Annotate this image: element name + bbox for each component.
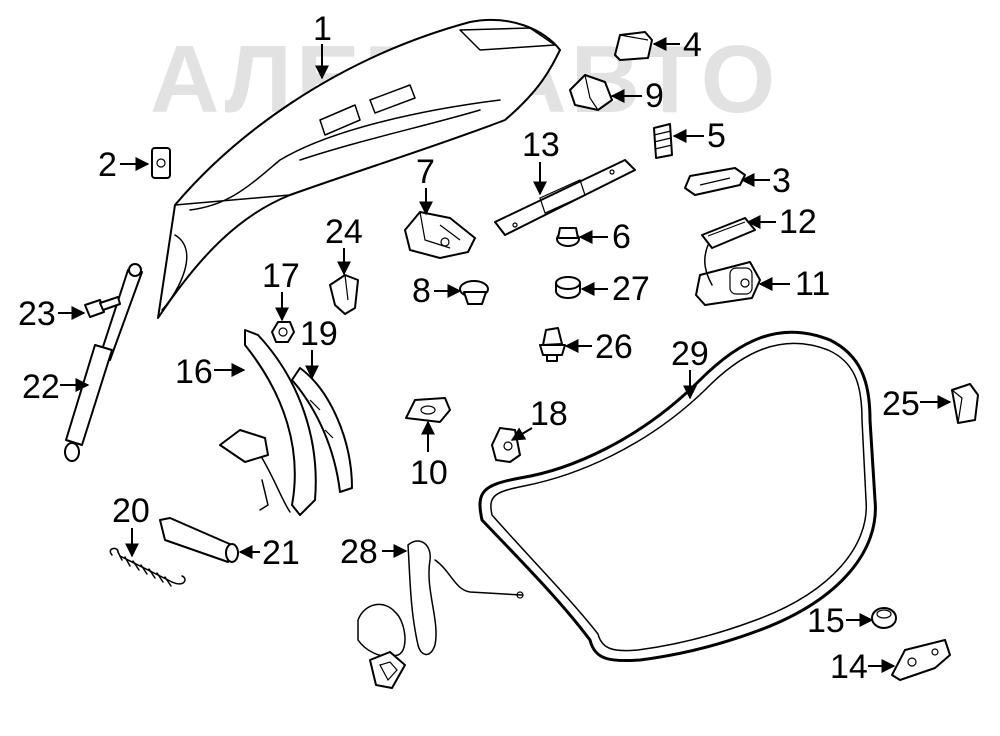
callout-label-22: 22 — [22, 368, 60, 406]
part-9-bracket[interactable] — [569, 74, 613, 111]
part-14-striker[interactable] — [891, 639, 951, 681]
callout-20: 20 — [112, 492, 150, 558]
part-20-spring[interactable] — [109, 547, 186, 587]
callout-26: 26 — [564, 328, 633, 366]
part-28-release-cable[interactable] — [357, 540, 524, 689]
callout-label-13: 13 — [522, 126, 560, 164]
part-16-hinge-arm[interactable] — [219, 329, 317, 516]
callout-9: 9 — [610, 77, 664, 115]
part-1-trunk-lid[interactable] — [157, 18, 561, 319]
callout-15: 15 — [807, 602, 874, 640]
callout-4: 4 — [652, 26, 702, 64]
callout-label-18: 18 — [530, 395, 568, 433]
callout-label-17: 17 — [262, 257, 300, 295]
part-7-latch[interactable] — [404, 211, 476, 259]
callout-label-20: 20 — [112, 492, 150, 530]
callout-label-3: 3 — [772, 162, 791, 200]
callout-label-27: 27 — [612, 270, 650, 308]
part-21-sleeve[interactable] — [159, 517, 239, 563]
part-17-nut[interactable] — [271, 321, 295, 343]
callout-label-2: 2 — [98, 146, 117, 184]
callout-17: 17 — [262, 257, 300, 322]
part-19-hinge-cover[interactable] — [291, 367, 353, 493]
callout-label-24: 24 — [325, 213, 363, 251]
callout-label-16: 16 — [175, 353, 213, 391]
callout-label-9: 9 — [645, 77, 664, 115]
callout-8: 8 — [412, 272, 462, 310]
callout-5: 5 — [672, 117, 726, 155]
callout-29: 29 — [671, 335, 709, 400]
part-18-bracket[interactable] — [491, 427, 521, 463]
callout-label-15: 15 — [807, 602, 845, 640]
part-3-handle-cover[interactable] — [684, 167, 746, 196]
callout-10: 10 — [410, 420, 448, 492]
callout-label-10: 10 — [410, 454, 448, 492]
callout-14: 14 — [830, 648, 896, 686]
callout-label-4: 4 — [683, 26, 702, 64]
part-22-gas-strut[interactable] — [64, 263, 143, 462]
callout-12: 12 — [746, 203, 817, 241]
part-12-plate[interactable] — [701, 217, 756, 249]
callout-19: 19 — [300, 315, 338, 380]
callout-1: 1 — [313, 10, 332, 80]
part-13-rail[interactable] — [494, 159, 636, 236]
part-26-stop[interactable] — [539, 327, 566, 362]
callout-label-11: 11 — [795, 265, 830, 303]
callout-6: 6 — [578, 218, 631, 256]
callout-label-6: 6 — [612, 218, 631, 256]
part-8-button[interactable] — [459, 280, 489, 305]
part-24-clip[interactable] — [329, 274, 359, 315]
callout-13: 13 — [522, 126, 560, 196]
callout-label-7: 7 — [416, 153, 435, 191]
callout-28: 28 — [340, 533, 408, 571]
callout-label-23: 23 — [18, 295, 56, 333]
callout-24: 24 — [325, 213, 363, 276]
callout-label-1: 1 — [313, 10, 332, 48]
callout-label-26: 26 — [595, 328, 633, 366]
callout-label-19: 19 — [300, 315, 338, 353]
part-4-bumper[interactable] — [614, 31, 653, 61]
callout-18: 18 — [510, 395, 568, 441]
part-6-grommet[interactable] — [556, 227, 580, 247]
callout-23: 23 — [18, 295, 86, 333]
callout-25: 25 — [882, 385, 952, 423]
part-27-cap[interactable] — [555, 276, 581, 299]
part-11-switch-unit[interactable] — [695, 244, 761, 306]
callout-label-29: 29 — [671, 335, 709, 373]
callout-label-25: 25 — [882, 385, 920, 423]
callout-label-14: 14 — [830, 648, 868, 686]
part-25-cap[interactable] — [951, 383, 979, 424]
part-2-clip[interactable] — [151, 147, 171, 179]
callout-label-8: 8 — [412, 272, 431, 310]
callout-label-12: 12 — [779, 203, 817, 241]
part-23-bolt[interactable] — [84, 296, 121, 318]
callout-11: 11 — [758, 265, 830, 303]
callout-label-28: 28 — [340, 533, 378, 571]
callout-27: 27 — [580, 270, 650, 308]
callout-label-21: 21 — [262, 534, 300, 572]
part-29-weatherstrip[interactable] — [478, 330, 877, 663]
part-5-spring-bumper[interactable] — [653, 123, 673, 159]
callout-label-5: 5 — [707, 117, 726, 155]
part-10-hinge-bracket[interactable] — [405, 397, 451, 423]
part-15-rubber-stop[interactable] — [871, 607, 897, 629]
callout-21: 21 — [238, 534, 300, 572]
callout-16: 16 — [175, 353, 246, 391]
callout-2: 2 — [98, 146, 150, 184]
callout-22: 22 — [22, 368, 90, 406]
callout-7: 7 — [416, 153, 435, 216]
callout-3: 3 — [740, 162, 791, 200]
